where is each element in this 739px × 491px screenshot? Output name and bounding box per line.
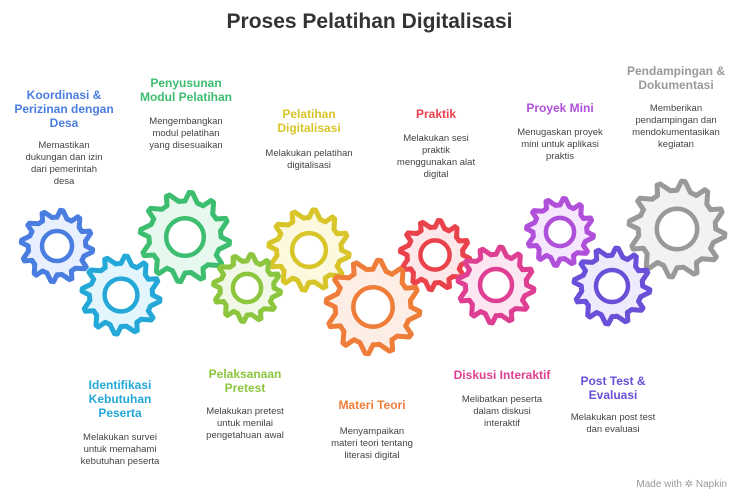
step-desc-diskusi: Melibatkan peserta dalam diskusi interak…	[461, 394, 543, 429]
step-title-penyusunan: Penyusunan Modul Pelatihan	[139, 76, 232, 104]
gear-hole-step-8	[477, 266, 515, 304]
step-desc-post-test: Melakukan post test dan evaluasi	[570, 412, 656, 435]
gear-hole-step-2	[102, 276, 140, 314]
gear-hole-step-10	[593, 267, 631, 305]
made-with-napkin-watermark: Made with ✲ Napkin	[636, 479, 727, 490]
step-desc-pelatihan: Melakukan pelatihan digitalisasi	[265, 148, 353, 171]
step-desc-proyek-mini: Menugaskan proyek mini untuk aplikasi pr…	[517, 127, 603, 162]
step-title-materi-teori: Materi Teori	[338, 398, 406, 412]
step-desc-materi-teori: Menyampaikan materi teori tentang litera…	[331, 426, 413, 461]
step-title-diskusi: Diskusi Interaktif	[453, 368, 551, 382]
page-title: Proses Pelatihan Digitalisasi	[226, 10, 513, 33]
step-title-pretest: Pelaksanaan Pretest	[208, 367, 282, 395]
step-title-praktik: Praktik	[415, 107, 457, 121]
gear-hole-step-7	[418, 238, 452, 272]
gear-hole-step-11	[654, 206, 700, 252]
gear-hole-step-9	[543, 215, 577, 249]
step-desc-identifikasi: Melakukan survei untuk memahami kebutuha…	[80, 432, 160, 467]
step-title-pendampingan: Pendampingan & Dokumentasi	[626, 64, 725, 92]
step-title-pelatihan: Pelatihan Digitalisasi	[277, 107, 341, 135]
step-desc-pendampingan: Memberikan pendampingan dan mendokumenta…	[632, 103, 720, 150]
step-desc-pretest: Melakukan pretest untuk menilai pengetah…	[206, 406, 284, 441]
step-desc-penyusunan: Mengembangkan modul pelatihan yang dises…	[149, 116, 223, 151]
step-title-post-test: Post Test & Evaluasi	[580, 374, 646, 402]
step-title-identifikasi: Identifikasi Kebutuhan Peserta	[88, 378, 152, 420]
gear-hole-step-3	[163, 215, 207, 259]
gear-hole-step-4	[230, 271, 264, 305]
step-title-koordinasi: Koordinasi & Perizinan dengan Desa	[14, 88, 114, 130]
gear-hole-step-5	[289, 230, 329, 270]
gear-hole-step-1	[39, 228, 75, 264]
gear-hole-step-6	[351, 285, 395, 329]
step-desc-koordinasi: Memastikan dukungan dan izin dari pemeri…	[25, 140, 103, 187]
step-title-proyek-mini: Proyek Mini	[526, 101, 594, 115]
step-desc-praktik: Melakukan sesi praktik menggunakan alat …	[396, 133, 476, 180]
